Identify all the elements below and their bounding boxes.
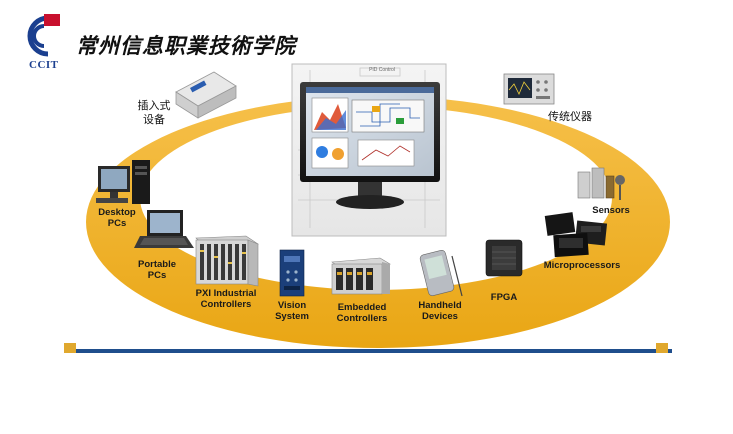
label-instruments: 传统仪器 (548, 110, 592, 123)
logo-text: CCIT (29, 59, 59, 71)
pda-icon (419, 250, 463, 297)
label-sensors: Sensors (592, 205, 630, 216)
vision-system-icon (279, 249, 305, 297)
fpga-chip-icon (485, 239, 523, 277)
microprocessor-chips-icon (544, 212, 608, 258)
usb-daq-device-icon (175, 71, 237, 119)
oscilloscope-icon (503, 73, 555, 105)
desktop-pc-icon (96, 160, 150, 204)
school-logo (27, 14, 60, 57)
screen-title: PID Control (369, 67, 395, 73)
label-vision: Vision System (275, 300, 309, 322)
label-handheld: Handheld Devices (418, 300, 462, 322)
label-io-device: 插入式 设备 (137, 99, 171, 126)
monitor-icon (300, 82, 440, 209)
sensors-icon (577, 167, 625, 200)
label-pxi: PXI Industrial Controllers (195, 288, 257, 310)
label-micro: Microprocessors (543, 260, 621, 271)
pxi-chassis-icon (195, 235, 259, 287)
label-embedded: Embedded Controllers (336, 302, 388, 324)
footer-bar (64, 343, 672, 353)
label-desktop: Desktop PCs (98, 207, 136, 229)
embedded-controller-icon (331, 257, 391, 295)
label-portable: Portable PCs (137, 259, 176, 281)
labview-panel (291, 63, 447, 237)
school-name: 常州信息职業技術学院 (76, 33, 296, 58)
label-fpga: FPGA (490, 292, 518, 303)
laptop-icon (134, 210, 194, 248)
